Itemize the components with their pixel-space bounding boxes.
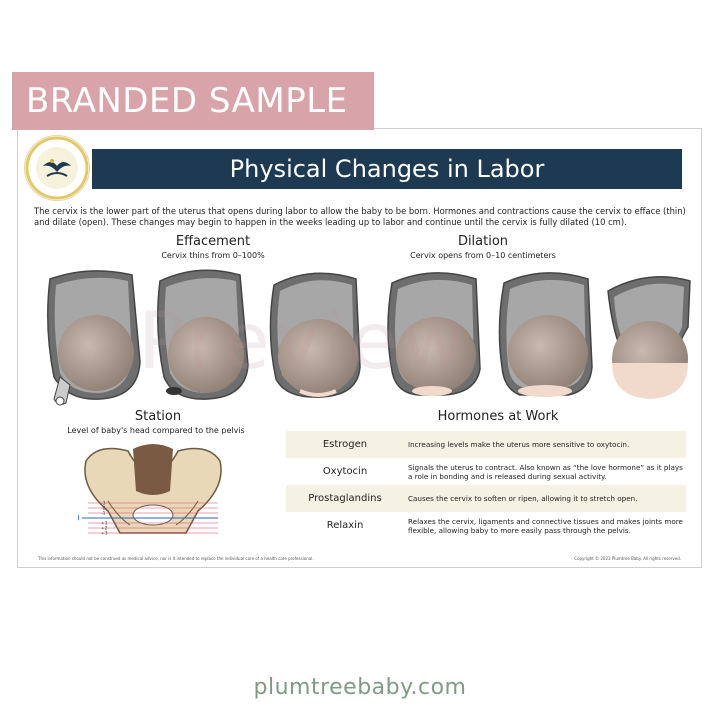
station-plus-2: +2 (101, 526, 108, 532)
dilation-heading: Dilation (457, 234, 509, 249)
hormone-description: Signals the uterus to contract. Also kno… (404, 458, 686, 485)
bird-logo-icon (24, 135, 90, 201)
station-minus-1: -1 (101, 511, 106, 517)
branded-sample-banner: BRANDED SAMPLE (12, 72, 374, 130)
table-row: Estrogen Increasing levels make the uter… (286, 431, 686, 458)
uterus-effacement-50 (157, 269, 249, 400)
station-subtitle: Level of baby's head compared to the pel… (67, 426, 245, 435)
station-heading: Station (134, 409, 182, 424)
site-url[interactable]: plumtreebaby.com (253, 675, 467, 700)
station-minus-2: -2 (101, 506, 106, 512)
poster: Physical Changes in Labor The cervix is … (17, 128, 702, 568)
station-minus-3: -3 (101, 501, 106, 507)
uterus-dilation-3 (387, 272, 481, 396)
hormone-description: Increasing levels make the uterus more s… (404, 431, 686, 458)
hormones-heading: Hormones at Work (437, 409, 559, 424)
station-zero: 0 (78, 514, 80, 524)
effacement-heading: Effacement (175, 234, 251, 249)
uterus-dilation-6 (498, 272, 593, 397)
effacement-subtitle: Cervix thins from 0–100% (161, 251, 265, 260)
hormone-name: Oxytocin (286, 458, 404, 485)
hormone-name: Relaxin (286, 512, 404, 539)
table-row: Relaxin Relaxes the cervix, ligaments an… (286, 512, 686, 539)
hormone-name: Prostaglandins (286, 485, 404, 512)
copyright-text: Copyright © 2023 Plumtree Baby. All righ… (574, 556, 681, 561)
uterus-effacement-0 (47, 270, 141, 406)
station-plus-3: +3 (101, 531, 108, 537)
uterus-dilation-10 (607, 276, 691, 399)
hormones-table: Estrogen Increasing levels make the uter… (286, 431, 686, 539)
station-plus-1: +1 (101, 521, 108, 527)
hormone-description: Relaxes the cervix, ligaments and connec… (404, 512, 686, 539)
poster-title: Physical Changes in Labor (92, 149, 682, 189)
disclaimer-text: This information should not be construed… (38, 556, 314, 561)
table-row: Oxytocin Signals the uterus to contract.… (286, 458, 686, 485)
uterus-illustrations (32, 267, 692, 419)
hormone-description: Causes the cervix to soften or ripen, al… (404, 485, 686, 512)
hormone-name: Estrogen (286, 431, 404, 458)
uterus-effacement-100 (269, 272, 361, 398)
pelvis-illustration: -3 -2 -1 0 +1 +2 +3 (78, 441, 228, 541)
dilation-subtitle: Cervix opens from 0–10 centimeters (410, 251, 556, 260)
table-row: Prostaglandins Causes the cervix to soft… (286, 485, 686, 512)
intro-paragraph: The cervix is the lower part of the uter… (34, 206, 686, 227)
